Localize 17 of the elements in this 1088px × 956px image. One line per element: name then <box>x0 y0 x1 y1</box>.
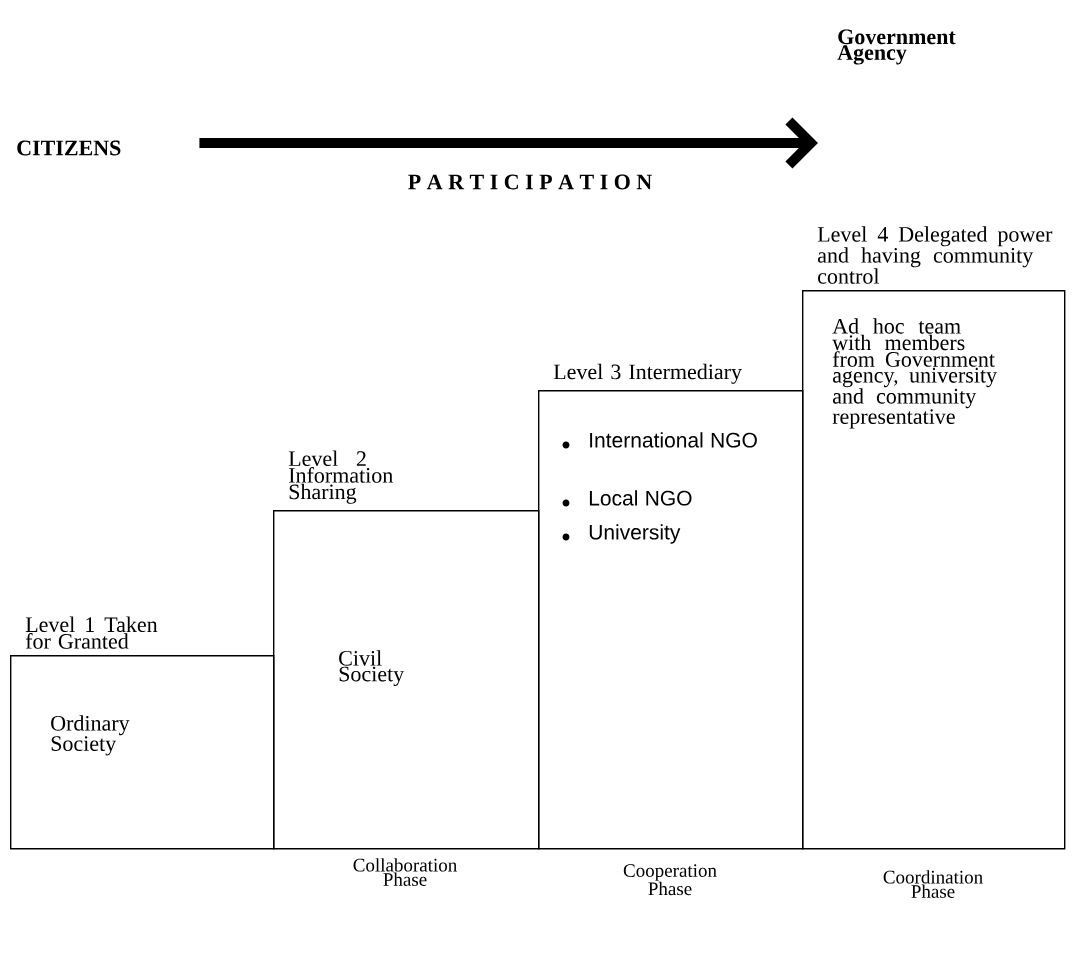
box-text: Ordinary Society <box>51 715 130 756</box>
phase-label: Coordination Phase <box>883 870 983 898</box>
phase-label: Cooperation Phase <box>623 864 717 896</box>
list-item: Local NGO <box>562 490 692 507</box>
edge-label: P A R T I C I P A T I O N <box>405 172 655 192</box>
level-heading: Level 2 Information Sharing <box>288 450 393 504</box>
actor-label: CITIZENS <box>17 140 121 156</box>
actor-label: Government Agency <box>837 29 956 65</box>
box-text: Civil Society <box>339 650 405 686</box>
arrow <box>199 117 818 169</box>
level-heading: Level 3 Intermediary <box>553 363 742 384</box>
box-text: Ad hoc team with members from Government agency, university and community representative <box>832 318 997 429</box>
list-item: International NGO <box>562 432 757 449</box>
list-item: University <box>562 524 681 544</box>
level-heading: Level 4 Delegated power and having community control <box>817 226 1053 284</box>
level-heading: Level 1 Taken for Granted <box>25 616 158 649</box>
phase-label: Collaboration Phase <box>353 858 457 886</box>
